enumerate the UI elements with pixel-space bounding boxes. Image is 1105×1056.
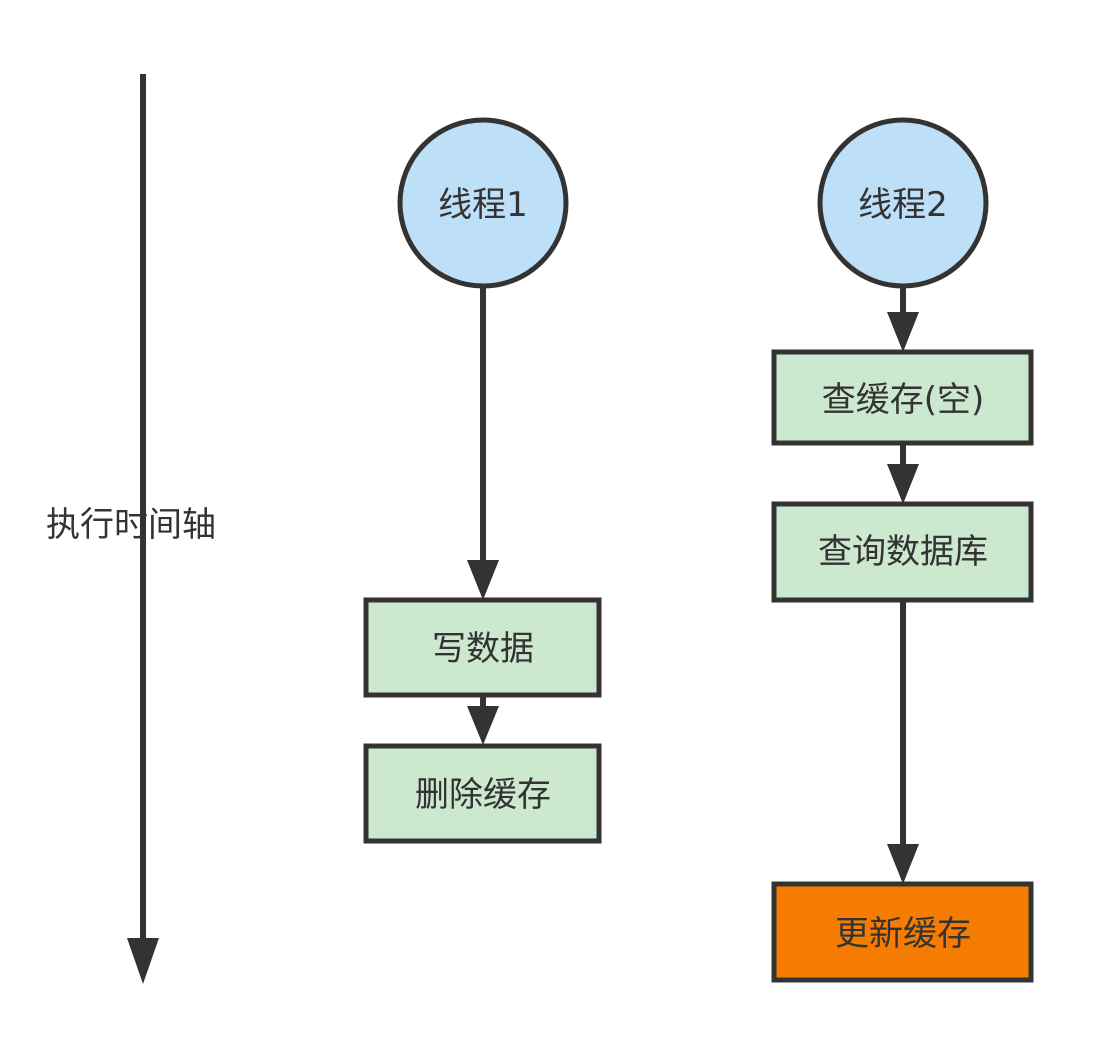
thread2-step-query-cache	[771, 349, 1034, 446]
thread1-step-delete-cache	[363, 743, 602, 844]
thread1-arrowhead-2	[467, 706, 499, 745]
thread1-step-delete-cache-label: 删除缓存	[415, 775, 551, 815]
thread1-step-write-data	[363, 597, 602, 698]
thread1-node	[397, 117, 569, 289]
thread2-arrowhead-1	[887, 312, 919, 352]
thread2-step-update-cache-label: 更新缓存	[835, 914, 971, 954]
thread2-step-query-database	[771, 501, 1034, 603]
timeline-label: 执行时间轴	[46, 505, 216, 545]
timeline-arrowhead	[127, 938, 159, 984]
thread1-step-write-data-label: 写数据	[432, 629, 534, 669]
thread2-step-update-cache	[771, 881, 1034, 983]
thread1-column: 线程1 写数据 删除缓存	[363, 117, 602, 844]
thread2-step-query-cache-label: 查缓存(空)	[822, 380, 985, 420]
thread2-column: 线程2 查缓存(空) 查询数据库 更新缓存	[771, 117, 1034, 983]
thread2-title: 线程2	[858, 185, 948, 225]
thread2-arrowhead-2	[887, 464, 919, 504]
thread2-node	[817, 117, 989, 289]
thread1-title: 线程1	[438, 185, 528, 225]
thread2-step-query-database-label: 查询数据库	[818, 532, 988, 572]
thread1-arrowhead-1	[467, 560, 499, 600]
thread2-arrowhead-3	[887, 844, 919, 884]
timeline-axis: 执行时间轴	[46, 74, 216, 984]
